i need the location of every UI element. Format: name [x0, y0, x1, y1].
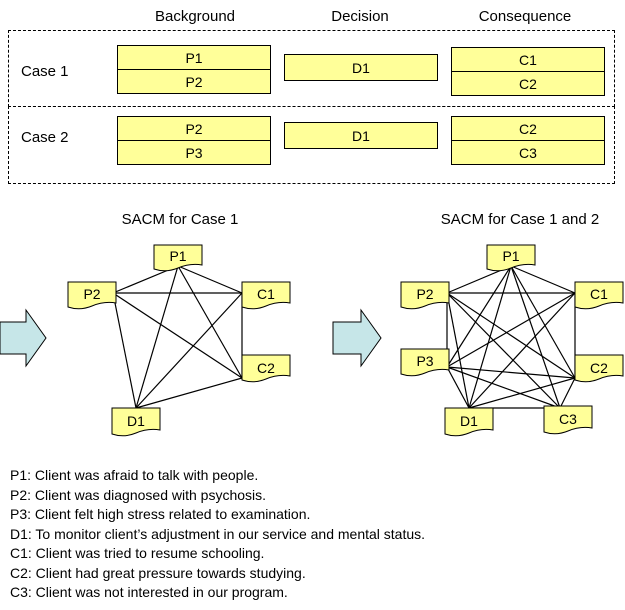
node-label: C2 [590, 360, 608, 376]
case-1-background-card-2: P2 [117, 69, 271, 94]
right-arrow-icon [332, 308, 382, 368]
node-c2: C2 [574, 354, 624, 383]
node-label: P2 [83, 286, 100, 302]
case-1-background-card-1: P1 [117, 45, 271, 70]
card-label: D1 [352, 127, 370, 144]
node-c2: C2 [241, 354, 291, 383]
card-label: P3 [185, 144, 203, 161]
node-p2: P2 [400, 281, 450, 310]
legend-item-c2: C2: Client had great pressure towards st… [10, 564, 306, 581]
legend-item-c3: C3: Client was not interested in our pro… [10, 584, 288, 600]
left-arrow-icon [0, 308, 47, 368]
case-2-consequence-card-2: C3 [451, 140, 605, 165]
legend-item-c1: C1: Client was tried to resume schooling… [10, 545, 265, 561]
card-label: P2 [185, 120, 203, 137]
legend-item-d1: D1: To monitor client’s adjustment in ou… [10, 525, 426, 542]
node-label: C3 [559, 411, 577, 427]
node-label: D1 [460, 413, 478, 429]
card-label: C2 [519, 75, 537, 92]
node-c3: C3 [543, 405, 593, 435]
node-d1: D1 [444, 407, 494, 437]
case-2-decision-card: D1 [284, 122, 438, 149]
header-consequence: Consequence [478, 8, 572, 25]
node-label: C2 [257, 360, 275, 376]
node-p2: P2 [67, 281, 117, 310]
right-graph-title: SACM for Case 1 and 2 [440, 211, 600, 228]
case-1-consequence-card-1: C1 [451, 47, 605, 72]
case-1-consequence-card-2: C2 [451, 71, 605, 96]
node-label: C1 [257, 286, 275, 302]
card-label: C2 [519, 120, 537, 137]
legend-item-p3: P3: Client felt high stress related to e… [10, 506, 311, 522]
node-c1: C1 [574, 281, 624, 310]
node-c1: C1 [241, 281, 291, 310]
node-label: C1 [590, 286, 608, 302]
node-p1: P1 [486, 244, 536, 272]
case-1-label: Case 1 [21, 63, 69, 80]
case-2-consequence-card-1: C2 [451, 116, 605, 141]
card-label: C3 [519, 144, 537, 161]
case-2-label: Case 2 [21, 129, 69, 146]
case-2-background-card-2: P3 [117, 140, 271, 165]
card-label: D1 [352, 59, 370, 76]
node-label: P1 [502, 248, 519, 264]
node-label: P3 [416, 353, 433, 369]
right-graph-nodes: P1 P2 C1 P3 C2 D1 C3 [400, 244, 624, 437]
right-graph-edges [446, 265, 576, 409]
node-p3: P3 [400, 348, 450, 377]
legend-item-p2: P2: Client was diagnosed with psychosis. [10, 486, 267, 503]
header-decision: Decision [331, 8, 389, 25]
node-label: P2 [416, 286, 433, 302]
case-2-row: Case 2 [8, 106, 615, 184]
card-label: P2 [185, 73, 203, 90]
node-label: D1 [127, 413, 145, 429]
case-1-decision-card: D1 [284, 54, 438, 81]
node-p1: P1 [153, 244, 203, 272]
card-label: C1 [519, 51, 537, 68]
left-graph-nodes: P1 P2 C1 C2 D1 [67, 244, 291, 437]
node-d1: D1 [111, 407, 161, 437]
legend: P1: Client was afraid to talk with peopl… [10, 466, 425, 603]
header-background: Background [154, 8, 236, 25]
node-label: P1 [169, 248, 186, 264]
left-graph-title: SACM for Case 1 [121, 211, 239, 228]
legend-item-p1: P1: Client was afraid to talk with peopl… [10, 467, 259, 483]
left-graph-edges [112, 265, 243, 409]
card-label: P1 [185, 49, 203, 66]
